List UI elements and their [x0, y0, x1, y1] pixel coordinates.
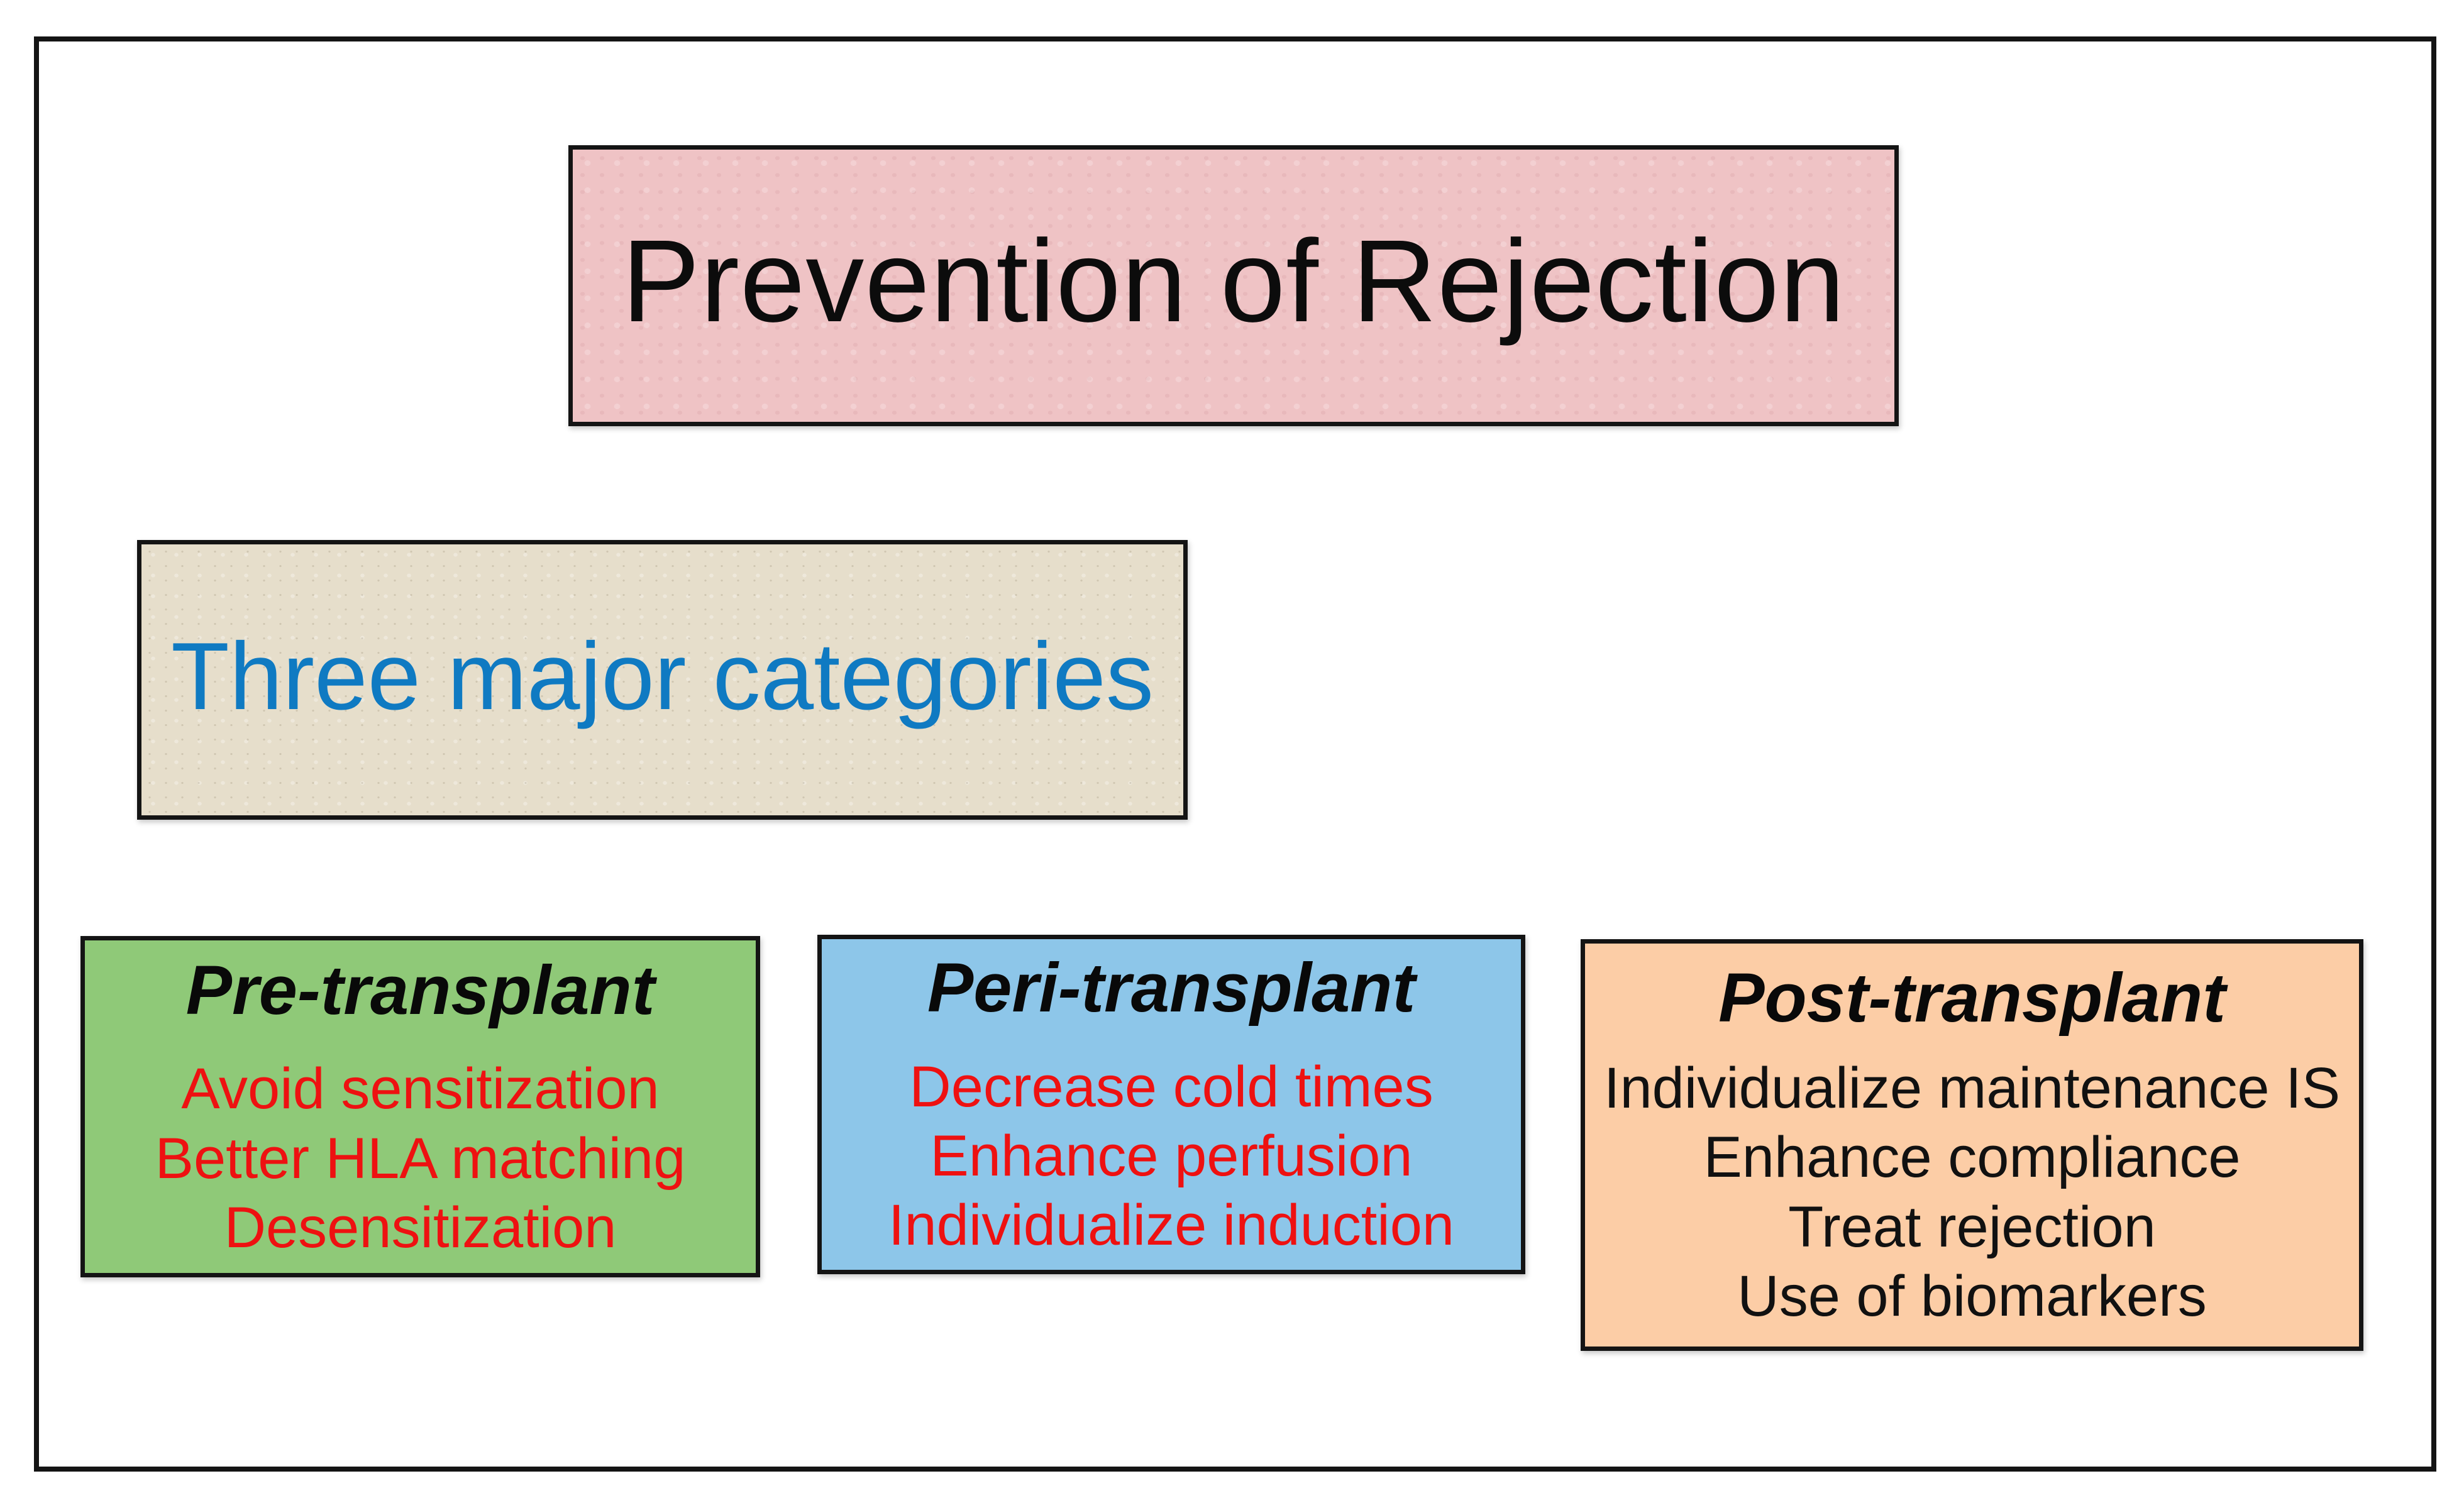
category-box-pre-transplant: Pre-transplant Avoid sensitization Bette… [80, 936, 760, 1277]
category-box-post-transplant: Post-transplant Individualize maintenanc… [1581, 939, 2363, 1351]
item-text: Individualize maintenance IS [1603, 1055, 2341, 1120]
category-heading-pre: Pre-transplant [185, 951, 655, 1029]
category-items-peri: Decrease cold times Enhance perfusion In… [888, 1052, 1454, 1260]
category-heading-peri: Peri-transplant [927, 949, 1416, 1027]
category-box-peri-transplant: Peri-transplant Decrease cold times Enha… [817, 935, 1525, 1274]
item-text: Use of biomarkers [1737, 1264, 2207, 1329]
title-box: Prevention of Rejection [568, 145, 1899, 426]
category-items-post: Individualize maintenance IS Enhance com… [1604, 1054, 2340, 1331]
subtitle-box: Three major categories [137, 540, 1188, 820]
diagram-title: Prevention of Rejection [621, 216, 1846, 346]
diagram-subtitle: Three major categories [171, 622, 1154, 730]
item-text: Treat rejection [1788, 1194, 2156, 1259]
item-text: Enhance perfusion [930, 1124, 1413, 1189]
item-text: Individualize induction [888, 1193, 1455, 1258]
item-text: Enhance compliance [1703, 1125, 2241, 1190]
item-text: Desensitization [224, 1195, 617, 1260]
category-heading-post: Post-transplant [1718, 959, 2226, 1037]
item-text: Better HLA matching [155, 1126, 686, 1191]
item-text: Avoid sensitization [181, 1057, 660, 1121]
item-text: Decrease cold times [909, 1054, 1434, 1119]
category-items-pre: Avoid sensitization Better HLA matching … [155, 1054, 686, 1262]
